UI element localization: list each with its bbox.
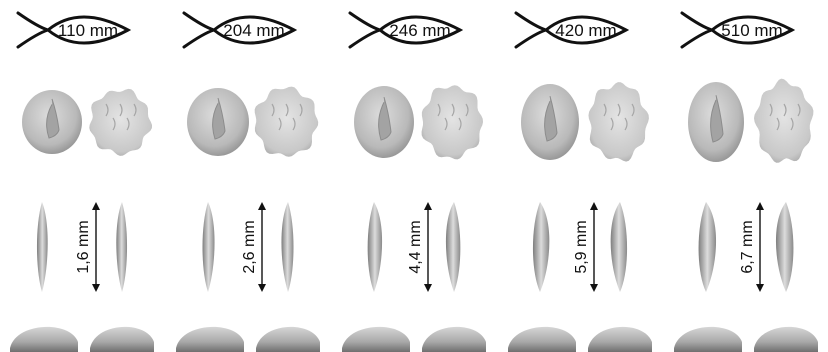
otolith-right-profile xyxy=(281,202,293,292)
fish-length-label: 204 mm xyxy=(166,0,331,70)
otolith-edge-view-left xyxy=(176,327,244,352)
otolith-antisulcal-view xyxy=(422,85,483,159)
arrow-down-icon xyxy=(590,284,598,292)
stage-column: 110 mm 1,6 mm xyxy=(0,0,165,352)
otolith-left-profile xyxy=(699,202,716,292)
arrow-down-icon xyxy=(756,284,764,292)
otolith-edge-view-left xyxy=(10,327,78,352)
otolith-face-row xyxy=(498,72,663,172)
otolith-face-row xyxy=(166,72,331,172)
otolith-right-profile xyxy=(116,202,127,292)
otolith-edge-view-left xyxy=(508,327,576,352)
otolith-antisulcal-view xyxy=(754,79,813,163)
fish-length-label: 246 mm xyxy=(332,0,497,70)
arrow-down-icon xyxy=(92,284,100,292)
arrow-down-icon xyxy=(258,284,266,292)
otolith-profile-row: 6,7 mm xyxy=(664,192,828,304)
thickness-label: 5,9 mm xyxy=(573,220,590,273)
otolith-left-profile xyxy=(533,202,549,292)
otolith-antisulcal-view xyxy=(589,82,649,162)
otolith-antisulcal-view xyxy=(255,87,319,157)
fish-length-text: 110 mm xyxy=(58,21,118,40)
stage-column: 204 mm 2,6 mm xyxy=(166,0,331,352)
otolith-edge-row xyxy=(332,318,497,352)
thickness-label: 6,7 mm xyxy=(739,220,756,273)
otolith-edge-view-left xyxy=(674,327,742,352)
thickness-label: 1,6 mm xyxy=(75,220,92,273)
otolith-profile-row: 4,4 mm xyxy=(332,192,497,304)
otolith-right-profile xyxy=(611,202,627,292)
fish-length-text: 420 mm xyxy=(555,21,616,40)
otolith-left-profile xyxy=(37,202,48,292)
arrow-up-icon xyxy=(756,202,764,210)
arrow-up-icon xyxy=(590,202,598,210)
otolith-edge-row xyxy=(498,318,663,352)
thickness-label: 2,6 mm xyxy=(241,220,258,273)
otolith-edge-row xyxy=(0,318,165,352)
arrow-down-icon xyxy=(424,284,432,292)
fish-length-text: 510 mm xyxy=(721,21,782,40)
thickness-label: 4,4 mm xyxy=(407,220,424,273)
arrow-up-icon xyxy=(92,202,100,210)
otolith-edge-view-right xyxy=(256,327,320,352)
otolith-right-profile xyxy=(446,202,460,292)
fish-length-label: 420 mm xyxy=(498,0,663,70)
otolith-edge-row xyxy=(664,318,828,352)
otolith-edge-view-right xyxy=(754,327,818,352)
fish-length-label: 110 mm xyxy=(0,0,165,70)
otolith-left-profile xyxy=(368,202,382,292)
otolith-face-row xyxy=(0,72,165,172)
otolith-edge-row xyxy=(166,318,331,352)
otolith-edge-view-left xyxy=(342,327,410,352)
otolith-face-row xyxy=(664,72,828,172)
otolith-face-row xyxy=(332,72,497,172)
arrow-up-icon xyxy=(258,202,266,210)
fish-length-label: 510 mm xyxy=(664,0,828,70)
otolith-edge-view-right xyxy=(90,327,154,352)
otolith-right-profile xyxy=(776,202,793,292)
otolith-antisulcal-view xyxy=(89,89,152,156)
otolith-left-profile xyxy=(202,202,214,292)
otolith-profile-row: 2,6 mm xyxy=(166,192,331,304)
stage-column: 246 mm 4,4 mm xyxy=(332,0,497,352)
otolith-edge-view-right xyxy=(422,327,486,352)
stage-column: 510 mm 6,7 mm xyxy=(664,0,828,352)
fish-length-text: 246 mm xyxy=(389,21,450,40)
arrow-up-icon xyxy=(424,202,432,210)
stage-column: 420 mm 5,9 mm xyxy=(498,0,663,352)
fish-length-text: 204 mm xyxy=(223,21,284,40)
otolith-profile-row: 5,9 mm xyxy=(498,192,663,304)
otolith-edge-view-right xyxy=(588,327,652,352)
otolith-profile-row: 1,6 mm xyxy=(0,192,165,304)
